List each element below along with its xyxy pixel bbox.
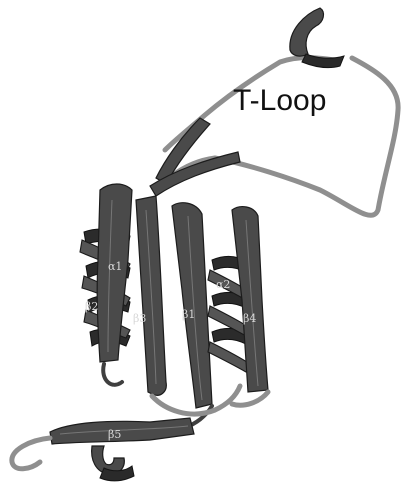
connector-strand [150,118,240,196]
n-terminal-loop [12,438,50,469]
strand-beta-5: β5 [50,418,194,444]
label-beta-3: β3 [133,312,146,325]
label-alpha-2: α2 [216,278,230,291]
label-beta-5: β5 [108,428,121,441]
label-alpha-1: α1 [108,260,122,273]
strand-beta-3: β3 [133,196,166,395]
t-loop-label: T-Loop [233,84,326,117]
label-beta-4: β4 [243,312,256,325]
c-terminal-hook [92,446,134,481]
label-beta-1: β1 [182,308,195,321]
label-beta-2: β2 [85,300,98,313]
beta-2-turn [103,364,122,385]
strand-beta-1: β1 [172,203,212,408]
